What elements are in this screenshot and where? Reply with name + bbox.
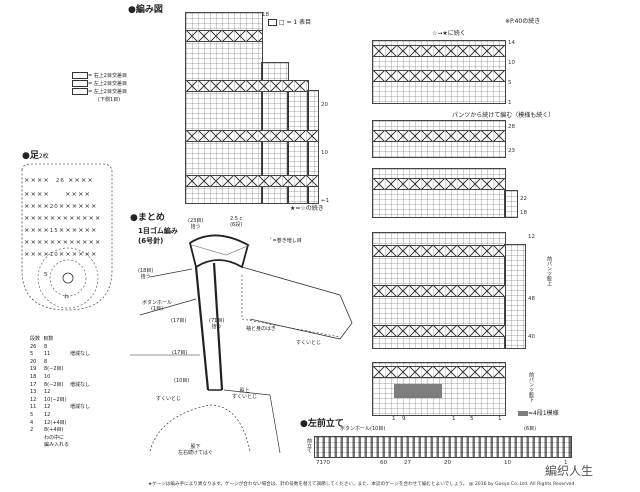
pants-note: パンツから続けて編む（模様も続く） xyxy=(452,112,555,119)
right-num: 1 xyxy=(508,100,512,106)
maki-note: ﾟ=巻き増し目 xyxy=(270,238,302,244)
right-num: 40 xyxy=(528,334,535,340)
sleeve-note: 袖と身のはぎ xyxy=(246,326,277,332)
footer-note: ★ゲージは編み手により異なります。ゲージが合わない場合は、針の号数を替えて調節し… xyxy=(148,482,576,487)
foot-diagram xyxy=(21,163,113,311)
foot-row: ×××××××××××× xyxy=(24,214,102,222)
pickup-17: (17目) xyxy=(171,318,187,324)
legend-cross-list: = 右上2目交差目 = 左上2目交差目 = 左上2目交差目 (下側1目) xyxy=(72,72,127,104)
right-num: 22 xyxy=(520,196,527,202)
sukui-note-2: すくいとじ xyxy=(156,396,182,402)
foot-center: わ xyxy=(64,294,70,300)
lf-num: 10 xyxy=(504,460,511,466)
lf-num: 20 xyxy=(444,460,451,466)
legend-symbol: □ = 1 表目 xyxy=(268,19,311,26)
foot-row: ××××10×××××× xyxy=(24,250,98,258)
lf-side: 前立て xyxy=(306,438,312,453)
section-title-foot: ●足2枚 xyxy=(22,151,49,161)
finish-diagram xyxy=(130,234,353,454)
foot-table-header: 段数 目数 xyxy=(30,336,54,342)
bottom-num: 5 xyxy=(470,416,474,422)
foot-row: ×××× 26 ×××× xyxy=(24,176,94,184)
neck-pickup: (23目)拾う xyxy=(188,218,204,230)
right-num: 12 xyxy=(528,234,535,240)
right-num: 10 xyxy=(508,60,515,66)
left-front-chart xyxy=(314,436,572,458)
foot-row: ×××× ×××× xyxy=(24,190,91,198)
legend-4row: =4段1模様 xyxy=(518,410,559,417)
star-top-note: ☆→★に続く xyxy=(432,30,466,37)
label-18: 18 xyxy=(262,12,269,18)
pants-side-label: 前パンツ股下 xyxy=(528,372,534,402)
star-note: ★=☆の続き xyxy=(290,205,324,212)
foot-row: ×××××××××××× xyxy=(24,238,102,246)
section-title-finish: ●まとめ xyxy=(130,213,165,223)
watermark: 編织人生 xyxy=(545,464,594,478)
lf-6: (6目) xyxy=(524,426,537,432)
right-num: 18 xyxy=(520,210,527,216)
bottom-num: 9 xyxy=(402,416,406,422)
right-num: 14 xyxy=(508,40,515,46)
legend-item: = 左上2目交差目 xyxy=(72,80,127,88)
right-num: 48 xyxy=(528,296,535,302)
chart-row-10: 10 xyxy=(321,150,328,156)
pants-up-label: 前パンツ股上 xyxy=(546,256,552,286)
right-num: 23 xyxy=(508,148,515,154)
pickup-71: (71目)拾う xyxy=(209,318,225,330)
lf-num: 1 xyxy=(564,460,568,466)
side-pickup: (18目)拾う xyxy=(138,268,154,280)
crotch-note: 股上すくいとじ xyxy=(232,388,258,400)
section-title-left-front: ●左前立て xyxy=(300,419,344,429)
foot-row: ××××20×××××× xyxy=(24,202,98,210)
legend-item: = 左上2目交差目 xyxy=(72,88,127,96)
bottom-num: 1 xyxy=(392,416,396,422)
pickup-10: (10目) xyxy=(174,378,190,384)
section-title-chart: ●編み図 xyxy=(128,5,163,15)
sukui-note-1: すくいとじ xyxy=(296,340,322,346)
lf-num: 7170 xyxy=(316,460,330,466)
crotch-under-note: 股下左右続けてはぐ xyxy=(178,444,213,456)
chart-row-1: ←1 xyxy=(321,198,330,204)
table-row: 編み入れる xyxy=(44,442,70,449)
legend-item: (下側1目) xyxy=(98,97,121,103)
bottom-num: 1 xyxy=(452,416,456,422)
lf-num: 27 xyxy=(404,460,411,466)
continuation-note: ※P.40の続き xyxy=(505,18,541,25)
rib-label: 1目ゴム編み(6号針) xyxy=(138,227,178,245)
lf-num: 60 xyxy=(380,460,387,466)
foot-num-5: 5 xyxy=(44,272,48,278)
right-num: 5 xyxy=(508,80,512,86)
legend-item: = 右上2目交差目 xyxy=(72,72,127,80)
right-num: 28 xyxy=(508,124,515,130)
chart-row-20: 20 xyxy=(321,102,328,108)
cm-label: 2.5 c(6段) xyxy=(230,216,243,228)
bottom-num: 1 xyxy=(498,416,502,422)
table-row: わの中に xyxy=(44,434,65,441)
foot-row: ××××15×××××× xyxy=(24,226,98,234)
pickup-17b: (17目) xyxy=(172,350,188,356)
lf-buttonhole: ボタンホール(10目) xyxy=(340,426,386,432)
buttonhole-label: ボタンホール(1目) xyxy=(142,300,173,312)
